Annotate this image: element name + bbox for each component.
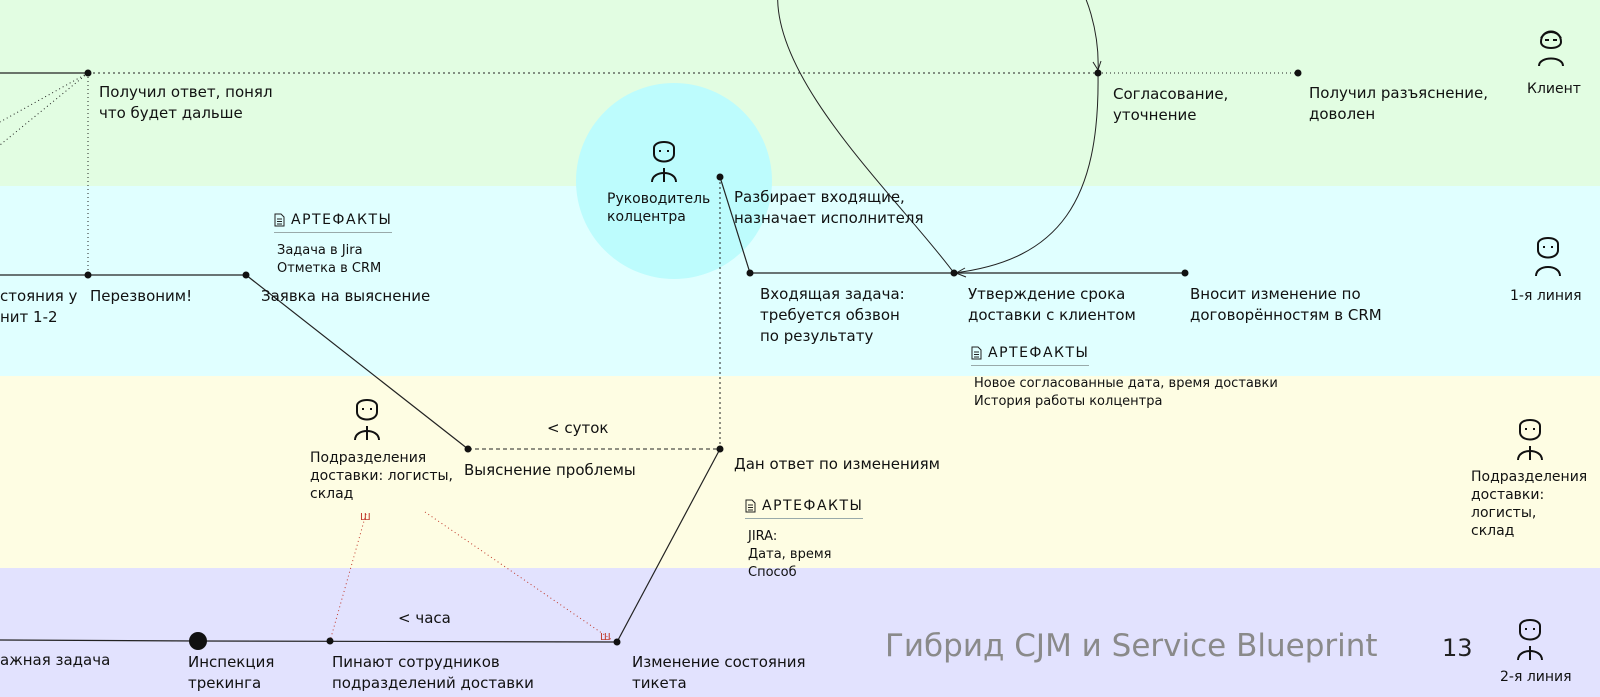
step-got-explanation: Получил разъяснение, доволен: [1309, 84, 1489, 123]
manager-person-icon: [651, 141, 677, 183]
slide-title: Гибрид CJM и Service Blueprint: [885, 628, 1378, 664]
artifacts-heading-3: АРТЕФАКТЫ: [745, 498, 864, 519]
step-confirm-date: Утверждение срока доставки с клиентом: [968, 285, 1136, 324]
artifact-item: Дата, время: [748, 547, 832, 562]
step-problem: Выяснение проблемы: [464, 461, 636, 479]
artifact-item: Отметка в CRM: [277, 261, 382, 276]
document-icon: [745, 499, 756, 513]
delivery-person-icon: [1517, 419, 1543, 461]
step-ticket-change: Изменение состояния тикета: [632, 653, 806, 692]
step-got-answer: Получил ответ, понял что будет дальше: [99, 83, 273, 122]
step-ping: Пинают сотрудников подразделений доставк…: [332, 653, 534, 692]
step-tracking: Инспекция трекинга: [188, 653, 275, 692]
artifacts-list-3: JIRA: Дата, время Способ: [748, 528, 831, 582]
artifacts-list-2: Новое согласованные дата, время доставки…: [974, 375, 1278, 411]
timing-less-hour: < часа: [398, 609, 451, 627]
timing-less-day: < суток: [547, 419, 609, 437]
step-state-left: стояния у нит 1-2: [0, 287, 78, 326]
artifacts-heading-1: АРТЕФАКТЫ: [274, 212, 393, 233]
delivery-inline-person-icon: [354, 399, 380, 441]
second-line-person-icon: [1517, 619, 1543, 661]
artifacts-heading-text: АРТЕФАКТЫ: [291, 212, 393, 228]
artifact-item: История работы колцентра: [974, 394, 1163, 409]
role-delivery-inline: Подразделения доставки: логисты, склад: [310, 450, 453, 502]
artifact-item: Задача в Jira: [277, 243, 363, 258]
artifacts-list-1: Задача в Jira Отметка в CRM: [277, 242, 381, 278]
role-first-line: 1-я линия: [1510, 288, 1582, 304]
step-answer-given: Дан ответ по изменениям: [734, 455, 940, 473]
lane-client: [0, 0, 1600, 186]
page-number: 13: [1442, 634, 1473, 662]
role-manager: Руководитель колцентра: [607, 191, 711, 225]
role-second-line: 2-я линия: [1500, 669, 1572, 685]
step-incoming-task: Входящая задача: требуется обзвон по рез…: [760, 285, 905, 345]
step-agreement: Согласование, уточнение: [1113, 85, 1229, 124]
first-line-person-icon: [1535, 237, 1561, 277]
step-clarify-request: Заявка на выяснение: [261, 287, 431, 305]
artifacts-heading-text: АРТЕФАКТЫ: [762, 498, 864, 514]
svg-text:Ш: Ш: [360, 512, 371, 523]
role-delivery: Подразделения доставки: логисты, склад: [1471, 469, 1588, 539]
role-client: Клиент: [1527, 81, 1581, 97]
step-incoming-sort: Разбирает входящие, назначает исполнител…: [734, 188, 924, 227]
artifacts-heading-2: АРТЕФАКТЫ: [971, 345, 1090, 366]
svg-text:Ш: Ш: [600, 632, 611, 643]
artifacts-heading-text: АРТЕФАКТЫ: [988, 345, 1090, 361]
manager-highlight: [576, 83, 772, 279]
step-important-task: ажная задача: [0, 651, 111, 669]
artifact-item: JIRA:: [748, 529, 778, 544]
client-person-icon: [1538, 30, 1564, 67]
artifact-item: Способ: [748, 565, 797, 580]
lane-delivery: [0, 376, 1600, 568]
artifact-item: Новое согласованные дата, время доставки: [974, 376, 1278, 391]
document-icon: [274, 213, 285, 227]
document-icon: [971, 346, 982, 360]
lane-second-line: [0, 568, 1600, 697]
step-crm-change: Вносит изменение по договорённостям в CR…: [1190, 285, 1382, 324]
step-call-back: Перезвоним!: [90, 287, 193, 305]
lane-first-line: [0, 186, 1600, 376]
